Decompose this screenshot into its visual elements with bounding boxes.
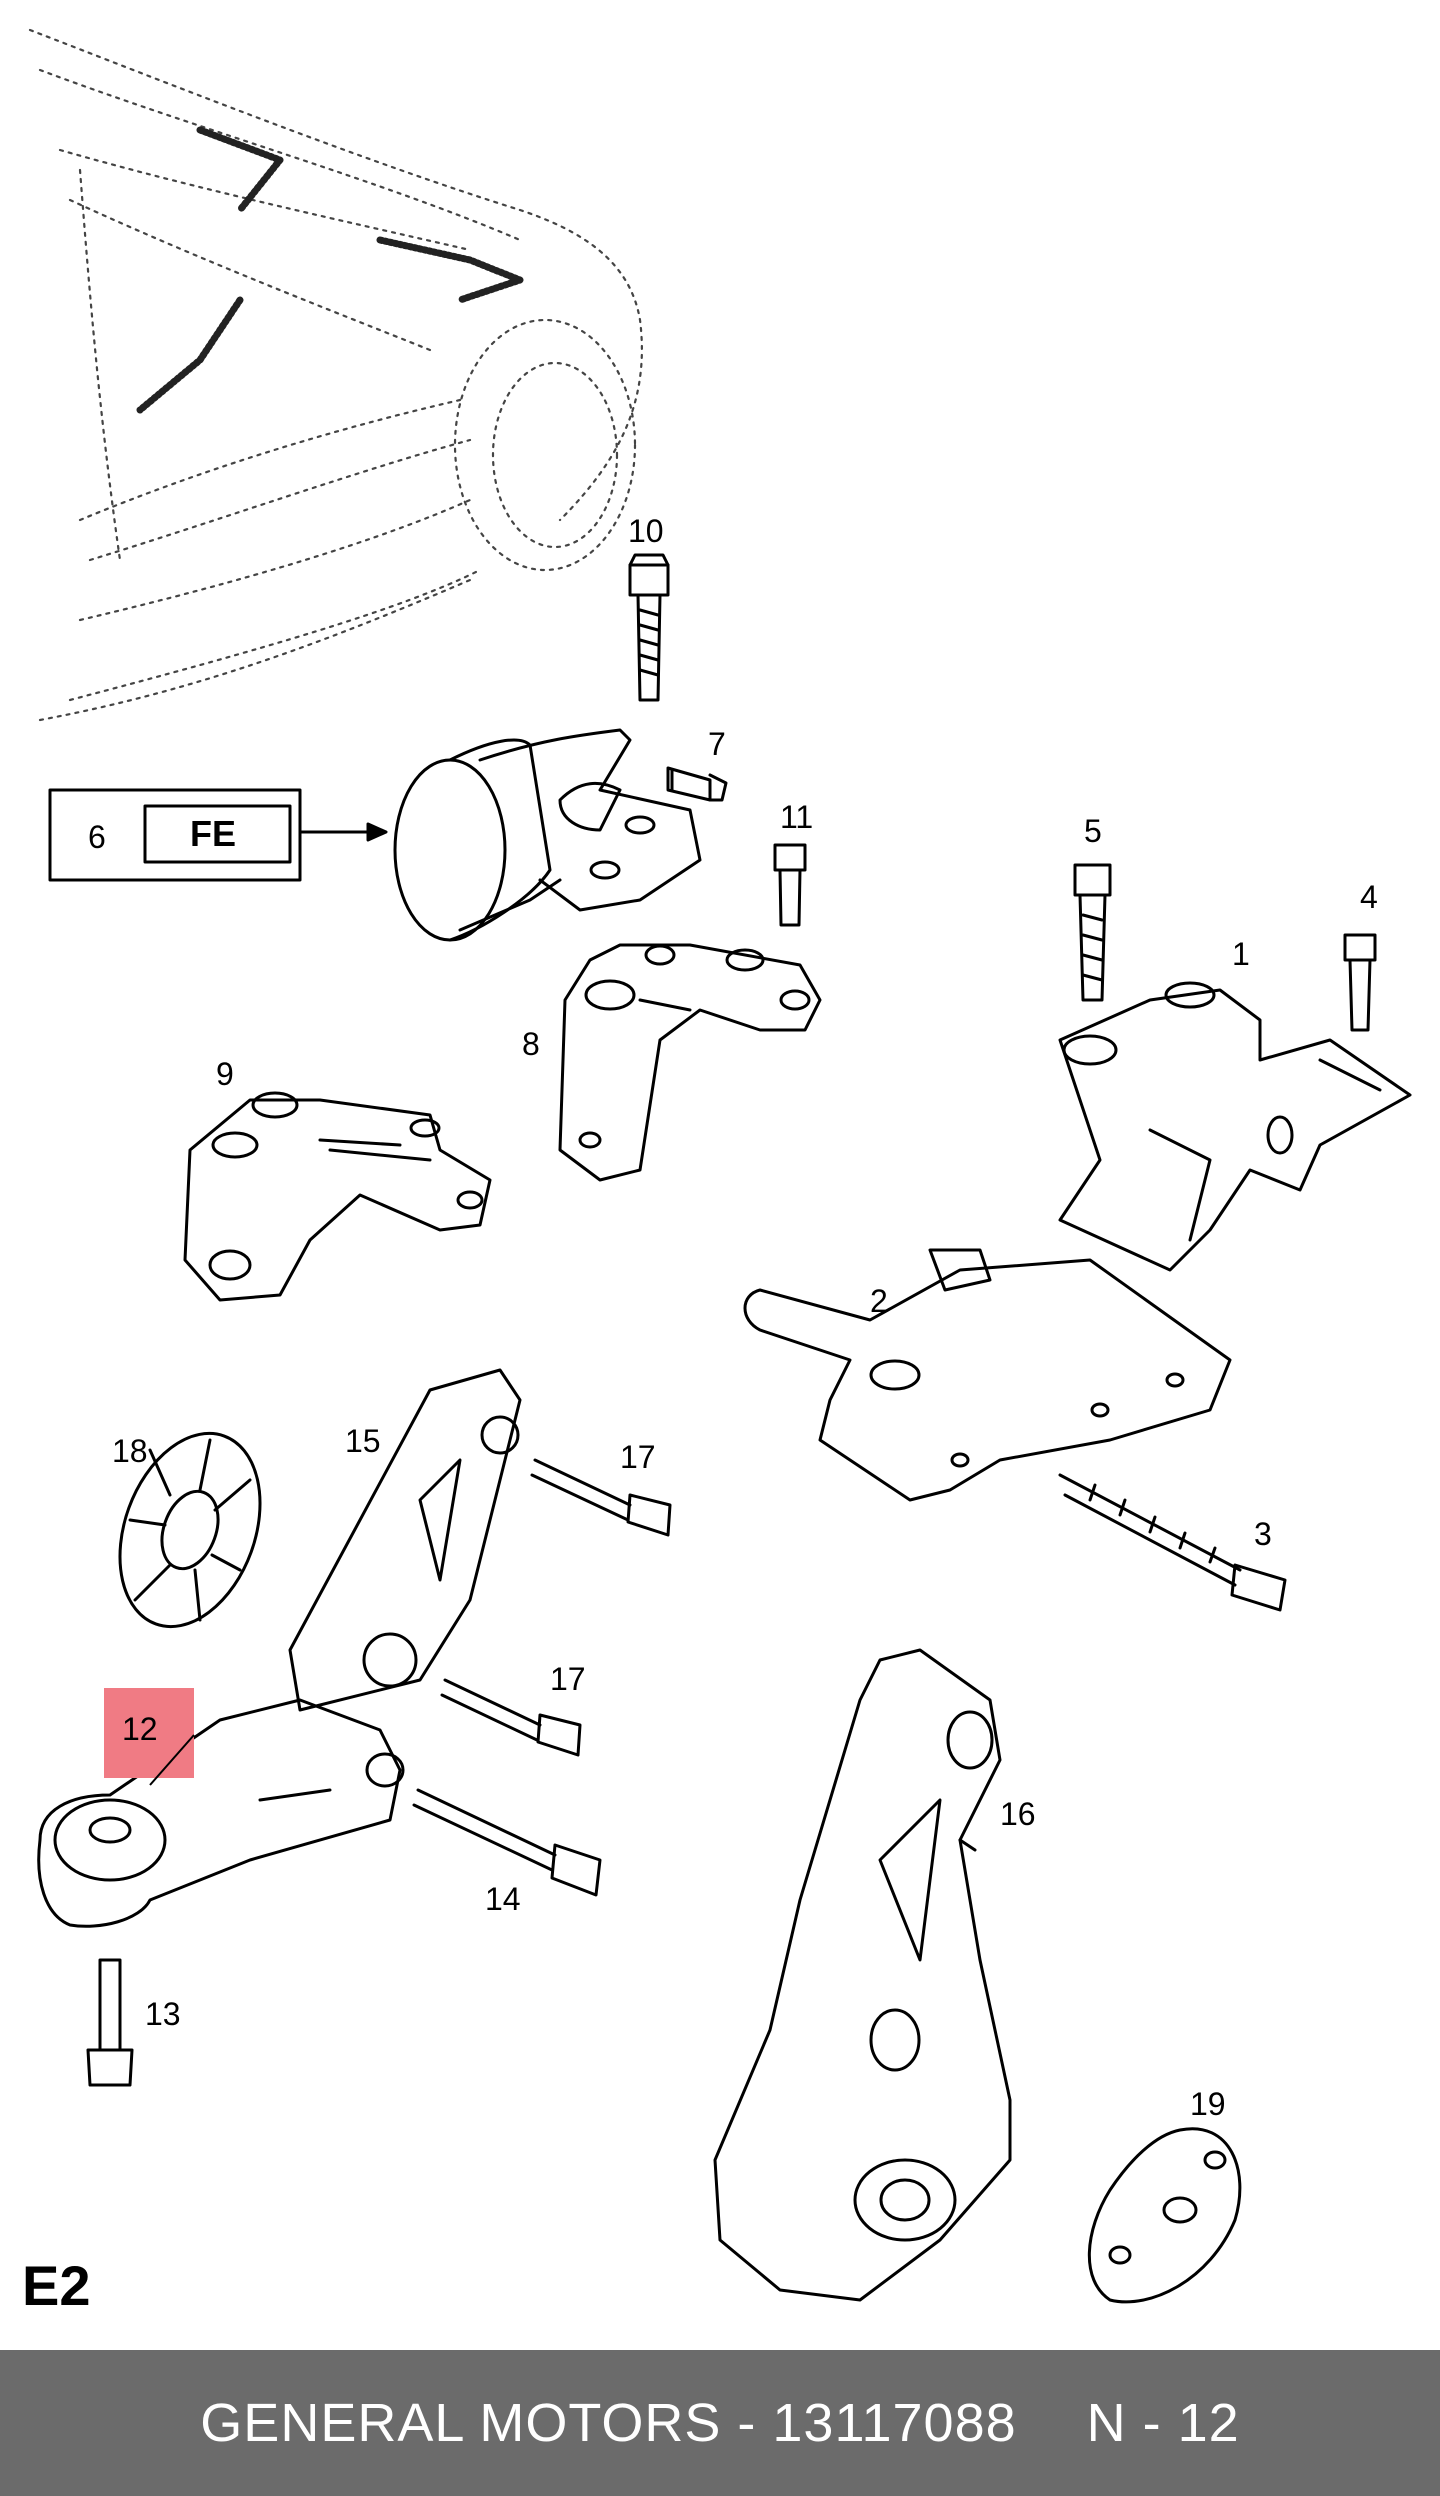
mount-6 xyxy=(393,728,702,942)
label-1: 1 xyxy=(1232,936,1250,972)
bolt-17b xyxy=(440,1678,582,1757)
bolt-7 xyxy=(666,766,728,802)
bolt-17a xyxy=(530,1458,672,1537)
label-4: 4 xyxy=(1360,879,1378,915)
label-10: 10 xyxy=(628,513,664,549)
label-9: 9 xyxy=(216,1056,234,1092)
washer-18 xyxy=(118,1431,262,1629)
bolt-14 xyxy=(412,1788,602,1897)
bracket-2 xyxy=(743,1248,1232,1502)
callout-fe xyxy=(48,788,388,882)
bracket-8 xyxy=(558,943,822,1182)
car-outline xyxy=(28,28,643,722)
mount-1 xyxy=(1058,981,1412,1272)
callout-fe-code: FE xyxy=(190,813,236,854)
label-14: 14 xyxy=(485,1881,521,1917)
label-17a: 17 xyxy=(620,1439,656,1475)
label-13: 13 xyxy=(145,1996,181,2032)
car-mount-marks xyxy=(136,126,524,414)
bracket-16 xyxy=(713,1648,1012,2302)
bolt-11 xyxy=(773,843,807,927)
label-16: 16 xyxy=(1000,1796,1036,1832)
label-11: 11 xyxy=(780,799,813,835)
label-8: 8 xyxy=(522,1026,540,1062)
label-5: 5 xyxy=(1084,813,1102,849)
engine-mount-diagram: 10 7 6 FE 11 5 4 1 8 9 2 3 18 15 17 17 1… xyxy=(22,28,1412,2317)
part-12-highlight xyxy=(104,1688,194,1778)
highlight-leader xyxy=(149,1734,195,1786)
footer-bar: GENERAL MOTORS - 13117088 N - 12 xyxy=(0,2350,1440,2496)
bolt-13 xyxy=(86,1958,134,2087)
bolt-5 xyxy=(1073,863,1112,1002)
bolt-4 xyxy=(1343,933,1377,1032)
label-19: 19 xyxy=(1190,2086,1226,2122)
label-17b: 17 xyxy=(550,1661,586,1697)
label-7: 7 xyxy=(708,726,726,762)
footer-page: N - 12 xyxy=(1086,2393,1240,2453)
label-3: 3 xyxy=(1254,1516,1272,1552)
label-6: 6 xyxy=(88,819,106,855)
label-2: 2 xyxy=(870,1283,888,1319)
label-18: 18 xyxy=(112,1433,148,1469)
label-12: 12 xyxy=(122,1711,158,1747)
mount-12 xyxy=(37,1698,405,1928)
bolt-10 xyxy=(628,553,670,702)
bracket-9 xyxy=(183,1091,492,1302)
label-15: 15 xyxy=(345,1423,381,1459)
link-15 xyxy=(288,1368,522,1712)
footer-part-number: GENERAL MOTORS - 13117088 xyxy=(200,2393,1017,2453)
bolt-3 xyxy=(1058,1473,1287,1612)
plate-19 xyxy=(1087,2127,1242,2304)
section-code: E2 xyxy=(22,2254,91,2317)
part-labels: 10 7 6 FE 11 5 4 1 8 9 2 3 18 15 17 17 1… xyxy=(22,513,1378,2317)
